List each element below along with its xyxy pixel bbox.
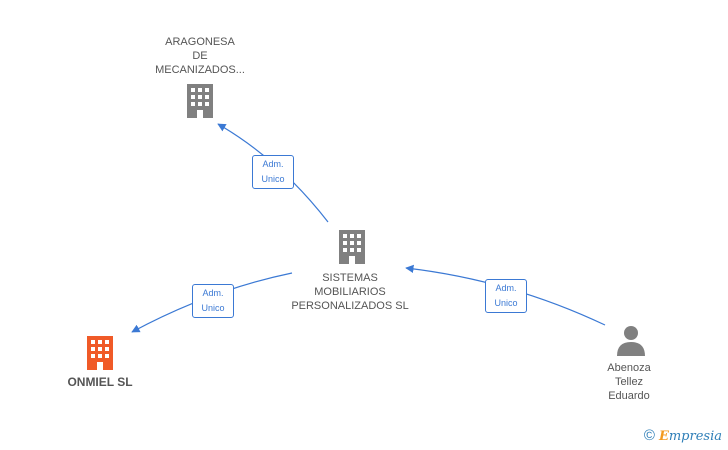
node-label-line: MOBILIARIOS	[314, 286, 386, 298]
node-label-line: Tellez	[614, 376, 644, 388]
node-label-line: ONMIEL SL	[67, 375, 133, 389]
brand-logo: © Empresia	[644, 427, 722, 444]
node-label-line: ARAGONESA	[165, 36, 235, 48]
node-label-line: SISTEMAS	[322, 272, 378, 284]
edge-label-line: Adm.	[202, 288, 224, 298]
edge-label-abenoza-sistemas[interactable]: Adm. Unico	[485, 279, 527, 313]
brand-initial: E	[658, 428, 669, 444]
node-label-line: PERSONALIZADOS SL	[291, 300, 409, 312]
node-label-line: MECANIZADOS...	[155, 64, 245, 76]
brand-wordmark: Empresia	[659, 428, 722, 444]
edge-label-sistemas-onmiel[interactable]: Adm. Unico	[192, 284, 234, 318]
edge-label-line: Adm.	[495, 283, 517, 293]
edge-label-sistemas-aragonesa[interactable]: Adm. Unico	[252, 155, 294, 189]
building-icon[interactable]	[336, 230, 368, 269]
node-label-line: DE	[192, 50, 208, 62]
person-icon[interactable]	[615, 324, 647, 361]
node-label-sistemas[interactable]: SISTEMAS MOBILIARIOS PERSONALIZADOS SL	[280, 271, 420, 313]
edge-label-line: Unico	[494, 298, 518, 308]
node-label-line: Abenoza	[607, 362, 651, 374]
node-label-abenoza[interactable]: Abenoza Tellez Eduardo	[589, 361, 669, 403]
copyright-symbol: ©	[643, 427, 655, 444]
building-icon[interactable]	[84, 336, 116, 375]
node-label-aragonesa[interactable]: ARAGONESA DE MECANIZADOS...	[140, 35, 260, 77]
node-label-onmiel[interactable]: ONMIEL SL	[50, 375, 150, 389]
building-icon[interactable]	[184, 84, 216, 123]
brand-name: mpresia	[668, 428, 722, 444]
edge-label-line: Unico	[201, 303, 225, 313]
node-label-line: Eduardo	[608, 390, 650, 402]
edge-label-line: Adm.	[262, 159, 284, 169]
edge-label-line: Unico	[261, 174, 285, 184]
